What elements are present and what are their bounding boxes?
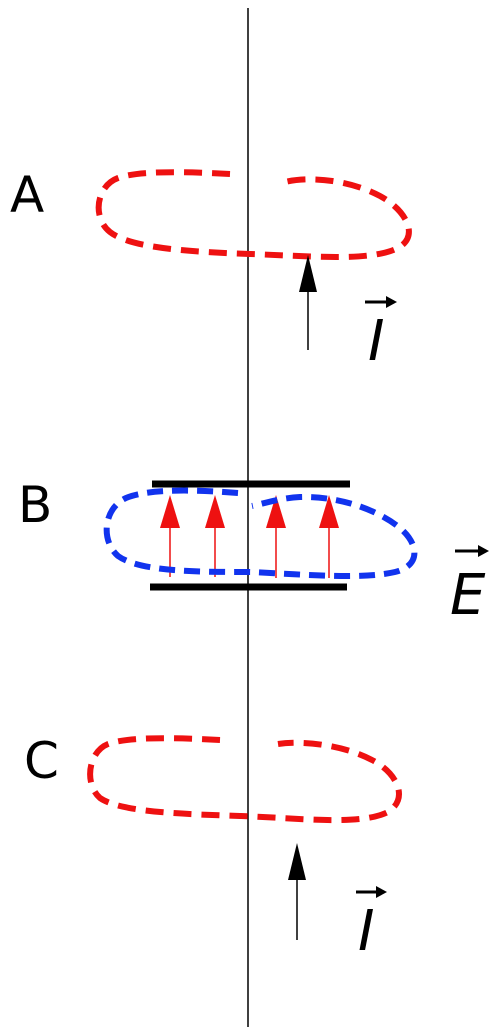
vector-arrowhead-e bbox=[478, 545, 489, 557]
label-b: B bbox=[18, 476, 52, 534]
vector-label-e: E bbox=[450, 563, 486, 628]
label-c: C bbox=[24, 732, 59, 790]
field-arrowhead-3 bbox=[266, 495, 286, 528]
field-arrowhead-2 bbox=[205, 495, 225, 528]
current-arrowhead-a bbox=[299, 255, 317, 292]
vector-label-i-bottom: I bbox=[358, 899, 375, 964]
loop-c bbox=[87, 735, 402, 824]
field-arrows bbox=[160, 495, 339, 578]
vector-arrowhead-i-top bbox=[386, 296, 397, 308]
loop-b bbox=[103, 487, 418, 580]
field-arrowhead-4 bbox=[319, 495, 339, 528]
current-arrowhead-c bbox=[288, 843, 306, 880]
label-a: A bbox=[10, 166, 44, 224]
vector-label-i-top: I bbox=[368, 309, 385, 374]
vector-arrowhead-i-bottom bbox=[376, 886, 387, 898]
loop-a bbox=[95, 169, 412, 260]
field-arrowhead-1 bbox=[160, 495, 180, 528]
